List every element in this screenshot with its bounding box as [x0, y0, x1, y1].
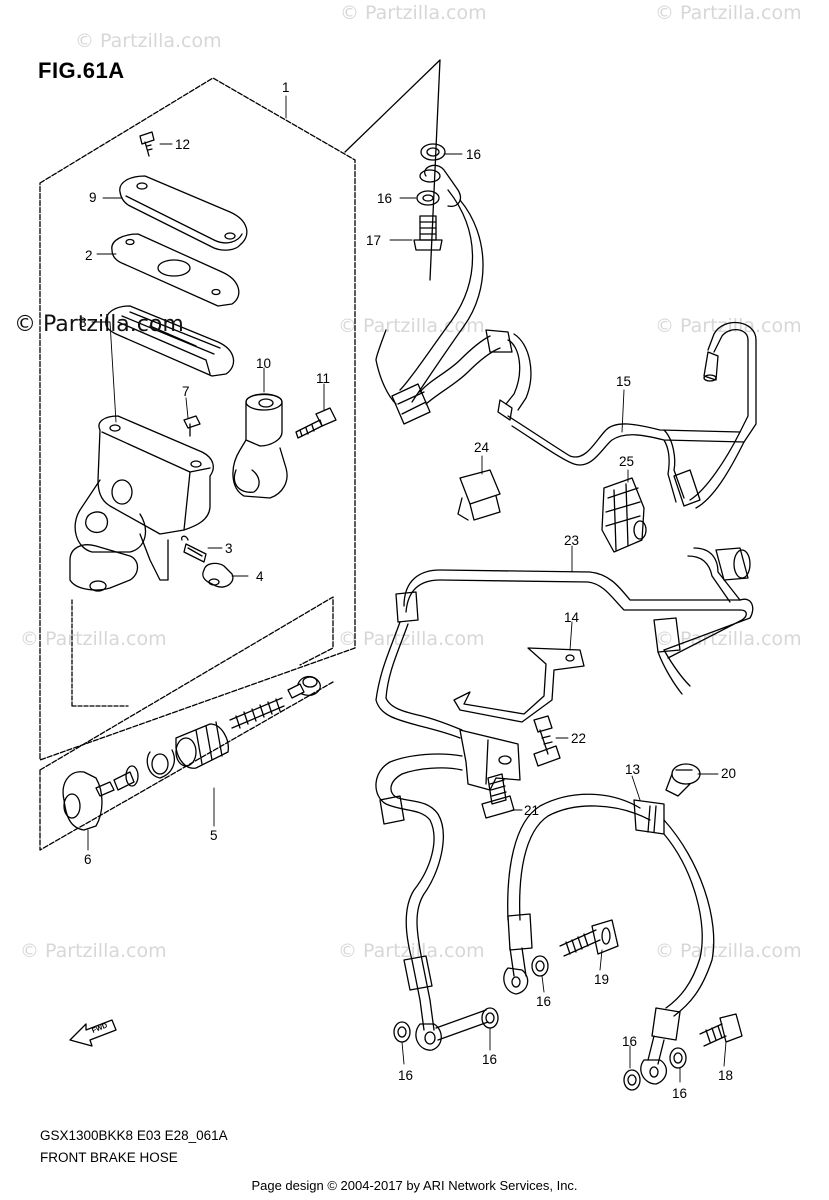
assembly-outline-5 — [39, 596, 334, 851]
bolt-19 — [559, 919, 619, 957]
callout-4: 4 — [256, 569, 264, 584]
assembly-outline-1 — [39, 77, 356, 761]
piston-kit-5 — [62, 675, 321, 831]
callout-23: 23 — [564, 533, 579, 548]
diaphragm-8 — [105, 305, 235, 377]
washer-16-top — [420, 143, 446, 161]
callout-16: 16 — [398, 1068, 413, 1083]
callout-24: 24 — [474, 440, 490, 455]
bolt-22 — [533, 715, 561, 767]
callout-9: 9 — [89, 190, 97, 205]
washer-16-mid — [416, 190, 440, 206]
clip-20 — [665, 763, 701, 797]
watermark-text-prominent: © Partzilla.com — [14, 312, 184, 337]
callout-16: 16 — [482, 1052, 497, 1067]
callout-15: 15 — [616, 374, 631, 389]
callout-17: 17 — [366, 233, 381, 248]
callout-6: 6 — [84, 852, 92, 867]
brake-hose-13 — [503, 793, 715, 1085]
bracket-14 — [453, 647, 585, 723]
reservoir-cap-9 — [119, 175, 248, 251]
watermark-text: © Partzilla.com — [20, 628, 167, 650]
callout-22: 22 — [571, 731, 586, 746]
watermark-text: © Partzilla.com — [75, 30, 222, 52]
callout-20: 20 — [721, 766, 736, 781]
callout-25: 25 — [619, 454, 634, 469]
callout-8: 8 — [79, 315, 87, 330]
callout-12: 12 — [175, 137, 190, 152]
watermark-text: © Partzilla.com — [655, 2, 802, 24]
fwd-arrow-icon — [69, 1019, 117, 1047]
screw-12 — [139, 131, 155, 157]
callout-11: 11 — [316, 371, 330, 386]
model-code: GSX1300BKK8 E03 E28_061A — [40, 1128, 228, 1143]
fwd-label: FWD — [91, 1022, 108, 1034]
callout-16: 16 — [672, 1086, 687, 1101]
bleeder-3 — [180, 535, 207, 563]
callout-3: 3 — [225, 541, 233, 556]
brake-pipe-23 — [375, 547, 754, 791]
watermark-text: © Partzilla.com — [655, 628, 802, 650]
clamp-25 — [601, 477, 647, 553]
callout-10: 10 — [256, 356, 271, 371]
watermark-text: © Partzilla.com — [338, 315, 485, 337]
leader-lines — [87, 95, 727, 1083]
watermark-text: © Partzilla.com — [340, 2, 487, 24]
diaphragm-plate-2 — [111, 233, 240, 307]
callout-2: 2 — [85, 248, 93, 263]
screw-7 — [183, 415, 201, 437]
callout-16: 16 — [622, 1034, 637, 1049]
holder-10 — [232, 393, 288, 499]
callout-14: 14 — [564, 610, 580, 625]
figure-title: FIG.61A — [38, 58, 125, 83]
callout-16: 16 — [466, 147, 481, 162]
watermark-text: © Partzilla.com — [338, 940, 485, 962]
figure-caption: FRONT BRAKE HOSE — [40, 1150, 178, 1165]
watermark-text: © Partzilla.com — [655, 315, 802, 337]
bolt-17 — [413, 215, 443, 251]
bolt-11 — [295, 407, 337, 439]
master-cylinder-body — [69, 415, 214, 707]
watermark-text: © Partzilla.com — [20, 940, 167, 962]
callout-5: 5 — [210, 828, 218, 843]
callout-19: 19 — [594, 972, 609, 987]
brake-hose-lower-left — [375, 753, 489, 1051]
washer-16 — [393, 955, 687, 1091]
bolt-18 — [699, 1013, 743, 1047]
watermark-text: © Partzilla.com — [655, 940, 802, 962]
clamp-24 — [457, 469, 501, 521]
watermark-text: © Partzilla.com — [338, 628, 485, 650]
bleeder-cap-4 — [202, 562, 234, 588]
page-footer: Page design © 2004-2017 by ARI Network S… — [251, 1178, 578, 1193]
callout-7: 7 — [182, 384, 190, 399]
callout-21: 21 — [524, 803, 539, 818]
callout-16: 16 — [536, 994, 551, 1009]
brake-hose-15 — [344, 59, 757, 509]
callout-18: 18 — [718, 1068, 733, 1083]
callout-16: 16 — [377, 191, 392, 206]
callout-13: 13 — [625, 762, 640, 777]
callout-1: 1 — [282, 80, 290, 95]
